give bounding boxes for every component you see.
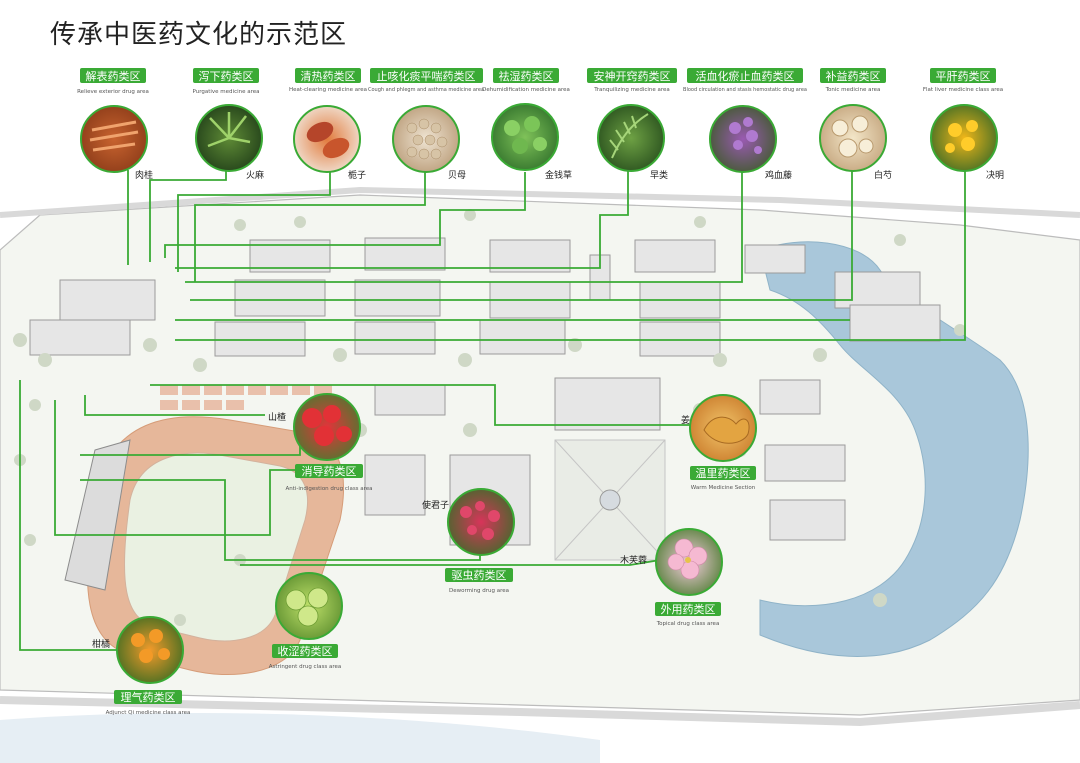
zone-sub: Adjunct Qi medicine class area — [106, 710, 191, 716]
zone-label-box — [930, 68, 996, 83]
herb-label: 使君子 — [422, 499, 449, 511]
zone-card[interactable]: 山楂 消导药类区 Anti-indigestion drug class are… — [268, 393, 373, 492]
zone-label-box — [820, 68, 886, 83]
zone-label: 温里药类区 — [696, 466, 751, 480]
grandstand — [64, 439, 131, 591]
zone-sub: Topical drug class area — [656, 621, 720, 627]
zone-sub: Relieve exterior drug area — [77, 89, 149, 95]
cinnamon-stick-icon — [89, 120, 139, 152]
page-title: 传承中医药文化的示范区 — [50, 20, 348, 50]
zone-card[interactable]: 清热药类区 Heat-clearing medicine area 栀子 — [289, 68, 367, 181]
zone-sub: Anti-indigestion drug class area — [285, 486, 372, 492]
zone-label: 泻下药类区 — [199, 69, 254, 83]
herb-label: 早类 — [650, 169, 668, 181]
zone-label: 外用药类区 — [661, 602, 716, 616]
herb-label: 栀子 — [348, 169, 366, 181]
gardenia-icon — [293, 105, 361, 173]
connector-lines — [19, 170, 966, 651]
zone-label: 消导药类区 — [302, 464, 357, 478]
zone-label-box — [493, 68, 559, 83]
herb-label: 决明 — [986, 169, 1004, 181]
herb-label: 鸡血藤 — [765, 169, 792, 181]
zone-label-box — [370, 68, 483, 83]
quisqualis-icon — [447, 488, 515, 556]
zone-sub: Astringent drug class area — [269, 664, 341, 670]
herb-label: 火麻 — [246, 169, 264, 181]
zone-card[interactable]: 姜 温里药类区 Warm Medicine Section — [681, 394, 757, 491]
herb-label: 姜 — [681, 414, 690, 426]
zone-card[interactable]: 解表药类区 Relieve exterior drug area 肉桂 — [77, 68, 153, 181]
cassia-flower-icon — [930, 104, 998, 172]
map-zones: 山楂 消导药类区 Anti-indigestion drug class are… — [92, 393, 757, 716]
zone-label: 收涩药类区 — [278, 644, 333, 658]
zone-sub: Tranquilizing medicine area — [593, 87, 670, 93]
zone-card[interactable]: 止咳化痰平喘药类区 Cough and phlegm and asthma me… — [368, 68, 484, 181]
zone-label: 理气药类区 — [121, 690, 176, 704]
zone-label-box — [295, 464, 363, 478]
zone-label-box — [655, 602, 721, 616]
zone-sub: Warm Medicine Section — [691, 485, 756, 491]
zone-sub: Blood circulation and stasis hemostatic … — [683, 87, 807, 93]
zone-label-box — [690, 466, 756, 480]
zone-card[interactable]: 柑橘 理气药类区 Adjunct Qi medicine class area — [92, 616, 191, 716]
football-pitch — [123, 452, 309, 642]
zone-sub: Purgative medicine area — [193, 89, 260, 95]
zone-card[interactable]: 活血化瘀止血药类区 Blood circulation and stasis h… — [683, 68, 807, 181]
zone-sub: Tonic medicine area — [825, 87, 881, 93]
zone-label: 清热药类区 — [301, 69, 356, 83]
top-zone-row: 解表药类区 Relieve exterior drug area 肉桂 泻下药类… — [77, 68, 1004, 181]
zone-card[interactable]: 补益药类区 Tonic medicine area 白芍 — [819, 68, 892, 181]
coin-grass-icon — [491, 103, 559, 171]
zone-label-box — [193, 68, 259, 83]
zone-sub: Deworming drug area — [449, 588, 509, 594]
zone-sub: Dehumidification medicine area — [482, 87, 570, 93]
zone-label: 解表药类区 — [86, 69, 141, 83]
zone-label: 驱虫药类区 — [452, 568, 507, 582]
herb-label: 金钱草 — [545, 169, 572, 181]
zone-card[interactable]: 祛湿药类区 Dehumidification medicine area 金钱草 — [482, 68, 572, 181]
herb-label: 贝母 — [448, 170, 466, 181]
zone-card[interactable]: 安神开窍药类区 Tranquilizing medicine area 早类 — [587, 68, 677, 181]
zone-label: 安神开窍药类区 — [594, 69, 671, 83]
north-road — [0, 186, 1080, 218]
zone-label-box — [80, 68, 146, 83]
fern-icon — [597, 104, 665, 172]
south-road — [0, 696, 1080, 727]
trees — [13, 209, 966, 626]
zone-sub: Cough and phlegm and asthma medicine are… — [368, 87, 484, 93]
herb-label: 柑橘 — [92, 638, 110, 650]
leaf-veins-icon — [207, 112, 251, 148]
zone-label: 祛湿药类区 — [499, 69, 554, 83]
zone-card[interactable]: 泻下药类区 Purgative medicine area 火麻 — [193, 68, 265, 181]
central-plaza — [554, 439, 666, 561]
zone-card[interactable]: 收涩药类区 Astringent drug class area — [269, 572, 343, 670]
zone-label: 平肝药类区 — [936, 69, 991, 83]
zone-card[interactable]: 木芙蓉 外用药类区 Topical drug class area — [620, 528, 723, 627]
zone-sub: Heat-clearing medicine area — [289, 87, 367, 93]
zone-label-box — [687, 68, 803, 83]
south-river — [0, 712, 600, 763]
herb-label: 肉桂 — [135, 169, 153, 181]
zone-label-box — [295, 68, 361, 83]
zone-label-box — [445, 568, 513, 582]
purple-flower-icon — [709, 105, 777, 173]
zone-card[interactable]: 平肝药类区 Flat liver medicine class area 决明 — [923, 68, 1004, 181]
herb-label: 白芍 — [874, 169, 892, 181]
zone-label: 活血化瘀止血药类区 — [696, 69, 795, 83]
zone-label-box — [587, 68, 677, 83]
zone-label-box — [272, 644, 338, 658]
zone-label: 补益药类区 — [826, 69, 881, 83]
zone-label: 止咳化痰平喘药类区 — [377, 69, 476, 83]
herb-label: 木芙蓉 — [620, 554, 647, 566]
tangerine-icon — [116, 616, 184, 684]
herb-label: 山楂 — [268, 411, 286, 423]
peony-root-icon — [819, 104, 887, 172]
parking-grid — [160, 385, 332, 410]
zone-card[interactable]: 使君子 驱虫药类区 Deworming drug area — [422, 488, 515, 594]
zone-sub: Flat liver medicine class area — [923, 87, 1003, 93]
zone-label-box — [114, 690, 182, 704]
